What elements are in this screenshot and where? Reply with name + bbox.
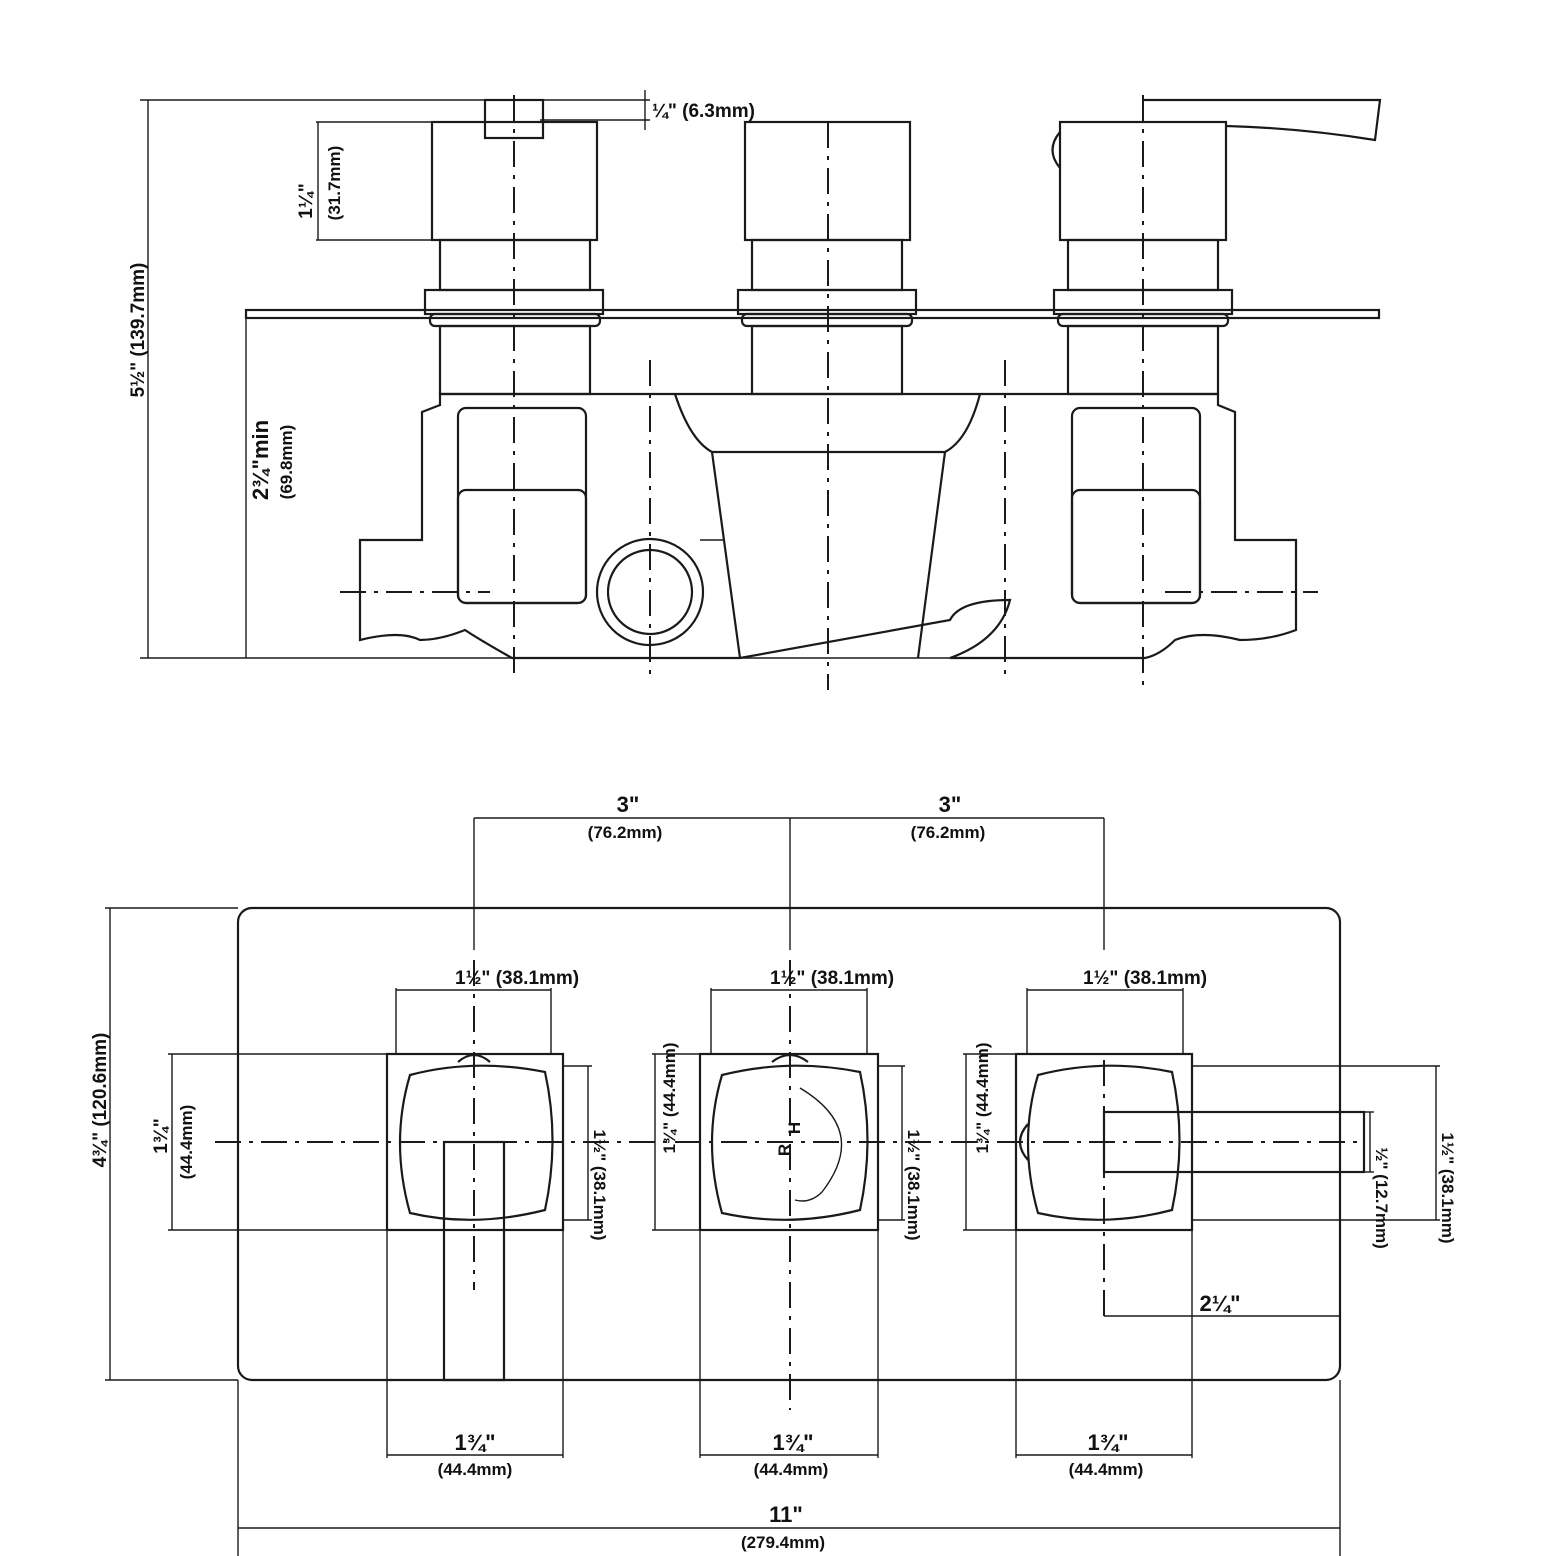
bottom-left-mm-label: (44.4mm) <box>438 1460 513 1479</box>
front-view: 3" (76.2mm) 3" (76.2mm) 4¾" (120.6mm) 11… <box>90 792 1457 1556</box>
escutcheon-mid-label: 1¾" (44.4mm) <box>660 1042 679 1153</box>
min-depth-mm-label: (69.8mm) <box>277 425 296 500</box>
bottom-right-mm-label: (44.4mm) <box>1069 1460 1144 1479</box>
spacing-left-mm-label: (76.2mm) <box>588 823 663 842</box>
side-valve-body <box>358 392 1298 660</box>
side-view: ¼" (6.3mm) 1¼" (31.7mm) 5½" (139.7mm) 2¾… <box>128 90 1382 690</box>
handle-height-left-label: 1½" (38.1mm) <box>590 1129 609 1240</box>
front-handle-middle <box>652 960 905 1458</box>
handle-height-right-label: 1½" (38.1mm) <box>1438 1132 1457 1243</box>
side-handle-left <box>316 98 605 396</box>
min-depth-in-label: 2¾"min <box>248 420 273 500</box>
handle-width-left-label: 1½" (38.1mm) <box>455 968 579 989</box>
temperature-dial-arc <box>794 1087 843 1202</box>
escutcheon-left-mm-label: (44.4mm) <box>177 1105 196 1180</box>
plate-height-label: 4¾" (120.6mm) <box>90 1033 111 1168</box>
lever-width-label: ½" (12.7mm) <box>1372 1147 1391 1249</box>
overall-width-mm-label: (279.4mm) <box>741 1533 825 1552</box>
bottom-mid-in-label: 1¾" <box>772 1430 813 1455</box>
overall-width-in-label: 11" <box>769 1502 803 1527</box>
spacing-right-mm-label: (76.2mm) <box>911 823 986 842</box>
handle-height-mm-label: (31.7mm) <box>325 146 344 221</box>
front-handle-right <box>963 988 1440 1458</box>
handle-height-in-label: 1¼" <box>296 183 317 218</box>
spacing-left-in-label: 3" <box>617 792 640 817</box>
side-handle-right <box>1051 98 1382 396</box>
handle-height-mid-label: 1½" (38.1mm) <box>904 1129 923 1240</box>
handle-width-right-label: 1½" (38.1mm) <box>1083 968 1207 989</box>
bottom-mid-mm-label: (44.4mm) <box>754 1460 829 1479</box>
total-height-label: 5½" (139.7mm) <box>128 263 149 398</box>
side-wall-plate <box>244 308 1381 320</box>
dial-mark-h: H <box>785 1122 804 1134</box>
bottom-right-in-label: 1¾" <box>1087 1430 1128 1455</box>
lever-thickness-label: ¼" (6.3mm) <box>652 101 755 122</box>
spacing-right-in-label: 3" <box>939 792 962 817</box>
lever-length-label: 2¼" <box>1199 1291 1240 1316</box>
dial-mark-r: R <box>775 1144 794 1156</box>
front-handle-left <box>168 960 592 1458</box>
bottom-left-in-label: 1¾" <box>454 1430 495 1455</box>
escutcheon-right-label: 1¾" (44.4mm) <box>973 1042 992 1153</box>
handle-width-mid-label: 1½" (38.1mm) <box>770 968 894 989</box>
escutcheon-left-in-label: 1¾" <box>151 1118 172 1153</box>
